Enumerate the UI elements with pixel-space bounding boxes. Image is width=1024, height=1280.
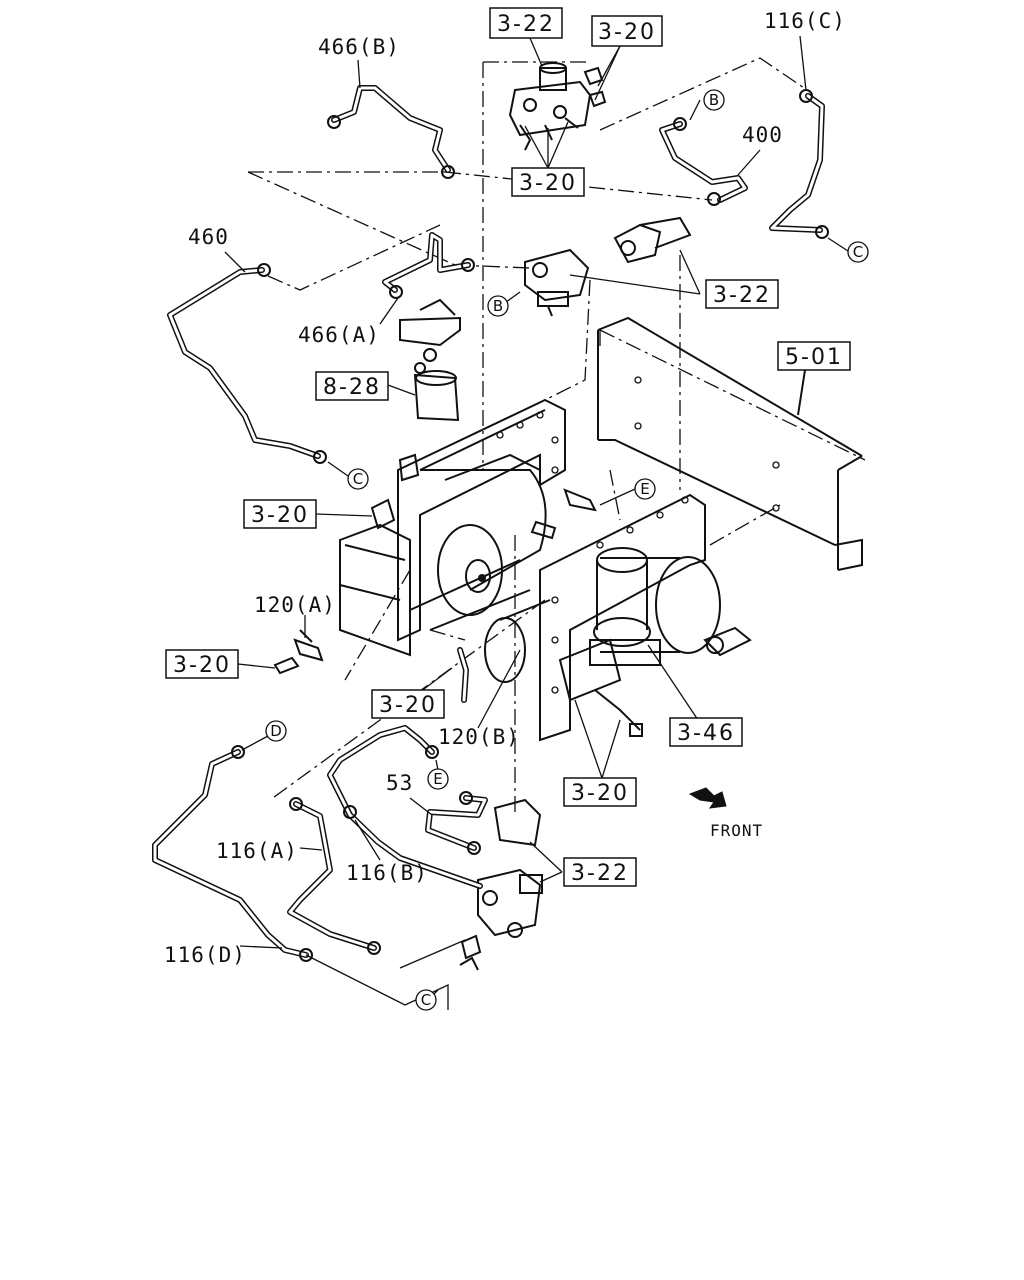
part-label-400: 400 bbox=[742, 123, 783, 147]
front-label: FRONT bbox=[710, 821, 763, 840]
solenoid-8-28 bbox=[399, 298, 461, 422]
ref-box-label: 3-20 bbox=[571, 781, 629, 806]
connector-d: D bbox=[265, 720, 287, 742]
connector-letter: E bbox=[640, 480, 649, 498]
bottom-valve-3-22 bbox=[459, 798, 543, 971]
ref-box-3-20-lower-left: 3-20 bbox=[165, 649, 239, 679]
connector-letter: C bbox=[421, 991, 431, 1009]
middle-valve-3-22 bbox=[524, 216, 692, 317]
frame-rail bbox=[597, 316, 863, 571]
connector-c-left: C bbox=[347, 468, 369, 490]
connector-letter: E bbox=[433, 770, 442, 788]
part-label-466b: 466(B) bbox=[318, 35, 400, 59]
ref-box-label: 3-20 bbox=[379, 693, 437, 718]
connector-c-bottom: C bbox=[415, 989, 437, 1011]
ref-box-3-46: 3-46 bbox=[669, 717, 743, 747]
part-label-120a: 120(A) bbox=[254, 593, 336, 617]
connector-letter: B bbox=[709, 91, 719, 109]
front-indicator: FRONT bbox=[688, 787, 763, 840]
pipes bbox=[152, 85, 825, 1010]
part-label-120b: 120(B) bbox=[438, 725, 520, 749]
ref-box-3-22-top: 3-22 bbox=[489, 7, 563, 39]
connector-letter: D bbox=[270, 722, 282, 740]
ref-box-label: 3-22 bbox=[713, 283, 771, 308]
ref-box-3-22-mid: 3-22 bbox=[705, 279, 779, 309]
part-label-116d: 116(D) bbox=[164, 943, 246, 967]
ref-box-5-01: 5-01 bbox=[777, 341, 851, 371]
connector-letter: C bbox=[353, 470, 363, 488]
connector-c-right: C bbox=[847, 241, 869, 263]
part-label-116c: 116(C) bbox=[764, 9, 846, 33]
connector-e-upper: E bbox=[634, 478, 656, 500]
ref-box-8-28: 8-28 bbox=[315, 371, 389, 401]
connector-b-top: B bbox=[703, 89, 725, 111]
connector-e-lower: E bbox=[427, 768, 449, 790]
ref-box-3-22-bottom: 3-22 bbox=[563, 857, 637, 887]
ref-box-label: 3-20 bbox=[598, 20, 656, 45]
ref-box-label: 3-20 bbox=[251, 503, 309, 528]
top-valve-3-22 bbox=[508, 62, 607, 151]
part-label-460: 460 bbox=[188, 225, 229, 249]
ref-box-3-20-center: 3-20 bbox=[371, 689, 445, 719]
part-label-53: 53 bbox=[386, 771, 413, 795]
ref-box-3-20-top: 3-20 bbox=[591, 15, 663, 47]
pipe-fittings bbox=[231, 89, 829, 962]
part-labels: 466(B) 116(C) 400 460 466(A) 120(A) 120(… bbox=[164, 9, 846, 967]
connector-letter: C bbox=[853, 243, 863, 261]
connector-letter: B bbox=[493, 297, 503, 315]
ref-box-label: 3-22 bbox=[497, 12, 555, 37]
part-label-116a: 116(A) bbox=[216, 839, 298, 863]
ref-box-3-20-left: 3-20 bbox=[243, 499, 317, 529]
ref-box-label: 3-22 bbox=[571, 861, 629, 886]
tank-bracket-assembly bbox=[339, 398, 752, 742]
callout-leaders bbox=[224, 35, 849, 1001]
part-label-116b: 116(B) bbox=[346, 861, 428, 885]
ref-box-label: 3-46 bbox=[677, 721, 735, 746]
ref-box-label: 3-20 bbox=[173, 653, 231, 678]
ref-box-label: 5-01 bbox=[785, 345, 843, 370]
ref-box-3-20-bottom: 3-20 bbox=[563, 777, 637, 807]
connector-b-mid: B bbox=[487, 295, 509, 317]
leader-lines bbox=[247, 57, 866, 815]
ref-box-3-20-upper-mid: 3-20 bbox=[511, 167, 585, 197]
ref-box-label: 8-28 bbox=[323, 375, 381, 400]
part-label-466a: 466(A) bbox=[298, 323, 380, 347]
front-arrow-icon bbox=[688, 787, 727, 809]
ref-box-label: 3-20 bbox=[519, 171, 577, 196]
